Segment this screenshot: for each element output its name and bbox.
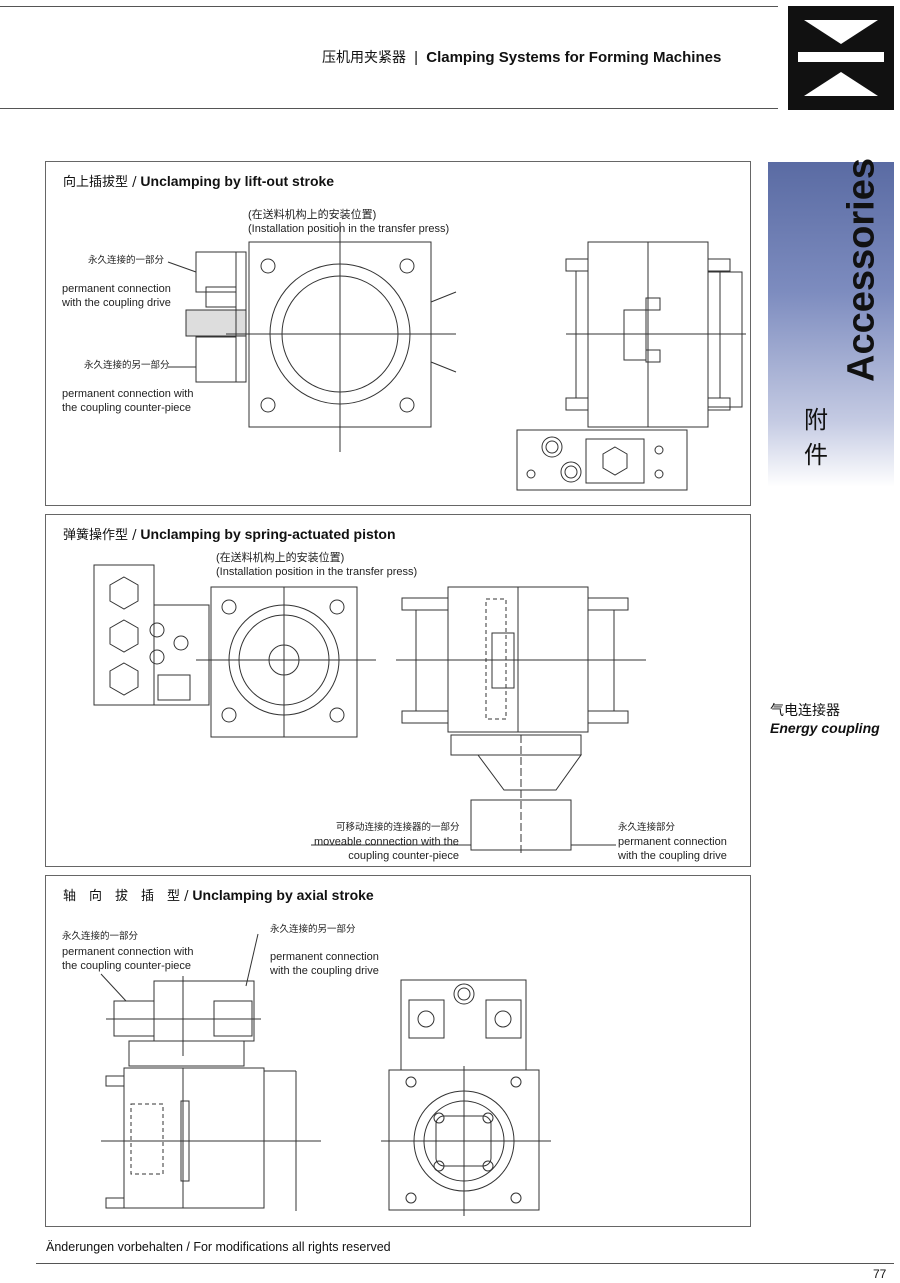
panel-spring-actuated-piston: 弹簧操作型 / Unclamping by spring-actuated pi…: [45, 514, 751, 867]
panel-title-zh: 轴 向 拔 插 型 /: [63, 889, 189, 904]
label-line: coupling counter-piece: [348, 850, 459, 862]
label-line: with the coupling drive: [618, 850, 727, 862]
page-number: 77: [873, 1267, 887, 1281]
panel-title-en: Unclamping by axial stroke: [192, 887, 374, 903]
label-permanent-counter-piece: permanent connection with the coupling c…: [62, 945, 193, 973]
header-title-zh: 压机用夹紧器: [322, 50, 406, 66]
panel-title-zh: 弹簧操作型 /: [63, 528, 137, 543]
technical-drawing: [46, 876, 750, 1226]
label-moveable-zh: 可移动连接的连接器的一部分: [336, 822, 460, 833]
header-title-en: Clamping Systems for Forming Machines: [426, 49, 722, 66]
label-permanent-drive: permanent connection with the coupling d…: [270, 950, 379, 978]
install-zh: (在送料机构上的安装位置): [216, 552, 345, 564]
install-zh: (在送料机构上的安装位置): [248, 209, 377, 221]
brand-logo: [788, 6, 894, 110]
install-en: (Installation position in the transfer p…: [248, 223, 450, 235]
accessories-heading-zh: 附件: [804, 406, 854, 469]
footer-disclaimer: Änderungen vorbehalten / For modificatio…: [46, 1240, 391, 1254]
technical-drawing: [46, 515, 750, 866]
panel-title: 向上插拔型 / Unclamping by lift-out stroke: [63, 171, 334, 190]
panel-title: 弹簧操作型 / Unclamping by spring-actuated pi…: [63, 524, 396, 543]
label-permanent-drive: permanent connection with the coupling d…: [62, 282, 171, 310]
install-position-label: (在送料机构上的安装位置) (Installation position in …: [248, 208, 449, 236]
label-permanent-zh: 永久连接部分: [618, 822, 676, 833]
label-line: permanent connection: [270, 951, 379, 963]
header-separator: |: [414, 49, 419, 66]
technical-drawing: [46, 162, 750, 505]
label-line: permanent connection with: [62, 388, 194, 400]
label-permanent-part-zh: 永久连接的一部分: [62, 931, 139, 942]
panel-title: 轴 向 拔 插 型 / Unclamping by axial stroke: [63, 885, 374, 904]
header-rule: [0, 108, 778, 109]
label-permanent-part-zh: 永久连接的一部分: [88, 255, 165, 266]
panel-title-en: Unclamping by lift-out stroke: [140, 173, 335, 189]
label-other-part-zh: 永久连接的另一部分: [270, 924, 356, 935]
label-permanent-counter-piece: permanent connection with the coupling c…: [62, 387, 193, 415]
label-line: permanent connection: [618, 836, 727, 848]
panel-lift-out-stroke: 向上插拔型 / Unclamping by lift-out stroke (在…: [45, 161, 751, 506]
panel-title-zh: 向上插拔型 /: [63, 175, 137, 190]
accessories-heading: Accessories: [840, 158, 883, 382]
page-header: 压机用夹紧器 | Clamping Systems for Forming Ma…: [322, 47, 721, 67]
energy-coupling-en: Energy coupling: [770, 720, 880, 736]
label-permanent-connection: permanent connection with the coupling d…: [618, 835, 727, 863]
panel-title-en: Unclamping by spring-actuated piston: [140, 526, 396, 542]
label-other-part-zh: 永久连接的另一部分: [84, 360, 170, 371]
label-line: with the coupling drive: [62, 297, 171, 309]
panel-axial-stroke: 轴 向 拔 插 型 / Unclamping by axial stroke 永…: [45, 875, 751, 1227]
install-position-label: (在送料机构上的安装位置) (Installation position in …: [216, 551, 417, 579]
top-rule: [0, 6, 778, 7]
label-line: the coupling counter-piece: [62, 960, 192, 972]
label-line: with the coupling drive: [270, 965, 379, 977]
energy-coupling-zh: 气电连接器: [770, 703, 840, 719]
label-line: permanent connection: [62, 283, 171, 295]
footer-rule: [36, 1263, 894, 1264]
accessories-banner: [768, 162, 894, 487]
label-line: the coupling counter-piece: [62, 402, 192, 414]
install-en: (Installation position in the transfer p…: [216, 566, 418, 578]
label-line: permanent connection with: [62, 946, 194, 958]
